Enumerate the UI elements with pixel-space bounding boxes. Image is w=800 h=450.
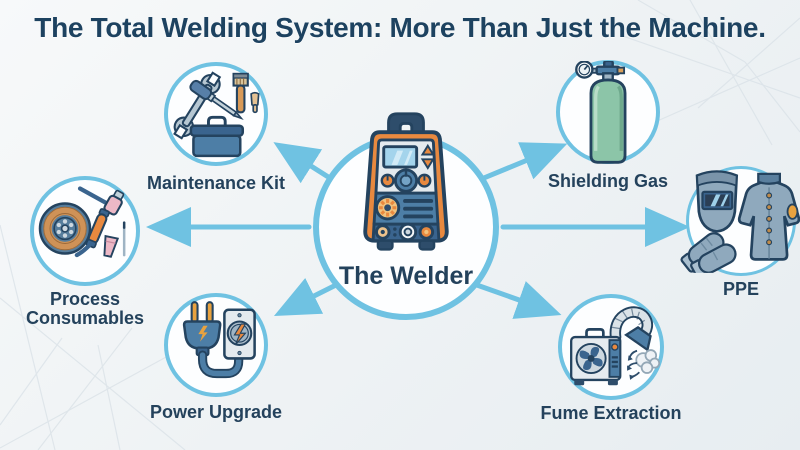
helmet-gloves-jacket-icon	[680, 170, 800, 273]
maintenance-tools-icon	[173, 71, 260, 158]
process-consumables-circle	[30, 176, 140, 286]
ppe-circle	[680, 166, 800, 276]
process-consumables-label: Process Consumables	[25, 289, 145, 329]
power-upgrade-circle	[164, 293, 268, 397]
ppe-label: PPE	[722, 279, 760, 299]
arrow-maintenance-kit	[273, 142, 336, 184]
maintenance-kit-label: Maintenance Kit	[146, 173, 286, 193]
node-maintenance-kit: Maintenance Kit	[147, 62, 285, 193]
node-ppe: PPE	[680, 166, 800, 299]
gas-cylinder-icon	[575, 61, 627, 164]
arrow-power-upgrade	[273, 278, 341, 317]
fume-extraction-circle	[558, 294, 664, 400]
fume-extraction-label: Fume Extraction	[540, 403, 682, 423]
page-title: The Total Welding System: More Than Just…	[34, 12, 766, 43]
hub-circle: The Welder	[313, 112, 499, 320]
shielding-gas-label: Shielding Gas	[547, 171, 669, 191]
node-shielding-gas: Shielding Gas	[548, 60, 668, 191]
plug-outlet-icon	[182, 301, 256, 379]
node-process-consumables: Process Consumables	[26, 176, 144, 328]
shielding-gas-circle	[556, 60, 660, 164]
node-power-upgrade: Power Upgrade	[150, 293, 282, 422]
node-fume-extraction: Fume Extraction	[540, 294, 682, 423]
arrow-shielding-gas	[476, 142, 568, 183]
hub-label: The Welder	[338, 262, 474, 290]
arrow-fume-extraction	[471, 281, 562, 319]
welding-machine-icon	[363, 112, 449, 251]
wire-spool-torch-icon	[38, 186, 126, 258]
power-upgrade-label: Power Upgrade	[149, 402, 283, 422]
maintenance-kit-circle	[164, 62, 268, 166]
fume-extractor-icon	[570, 306, 660, 386]
